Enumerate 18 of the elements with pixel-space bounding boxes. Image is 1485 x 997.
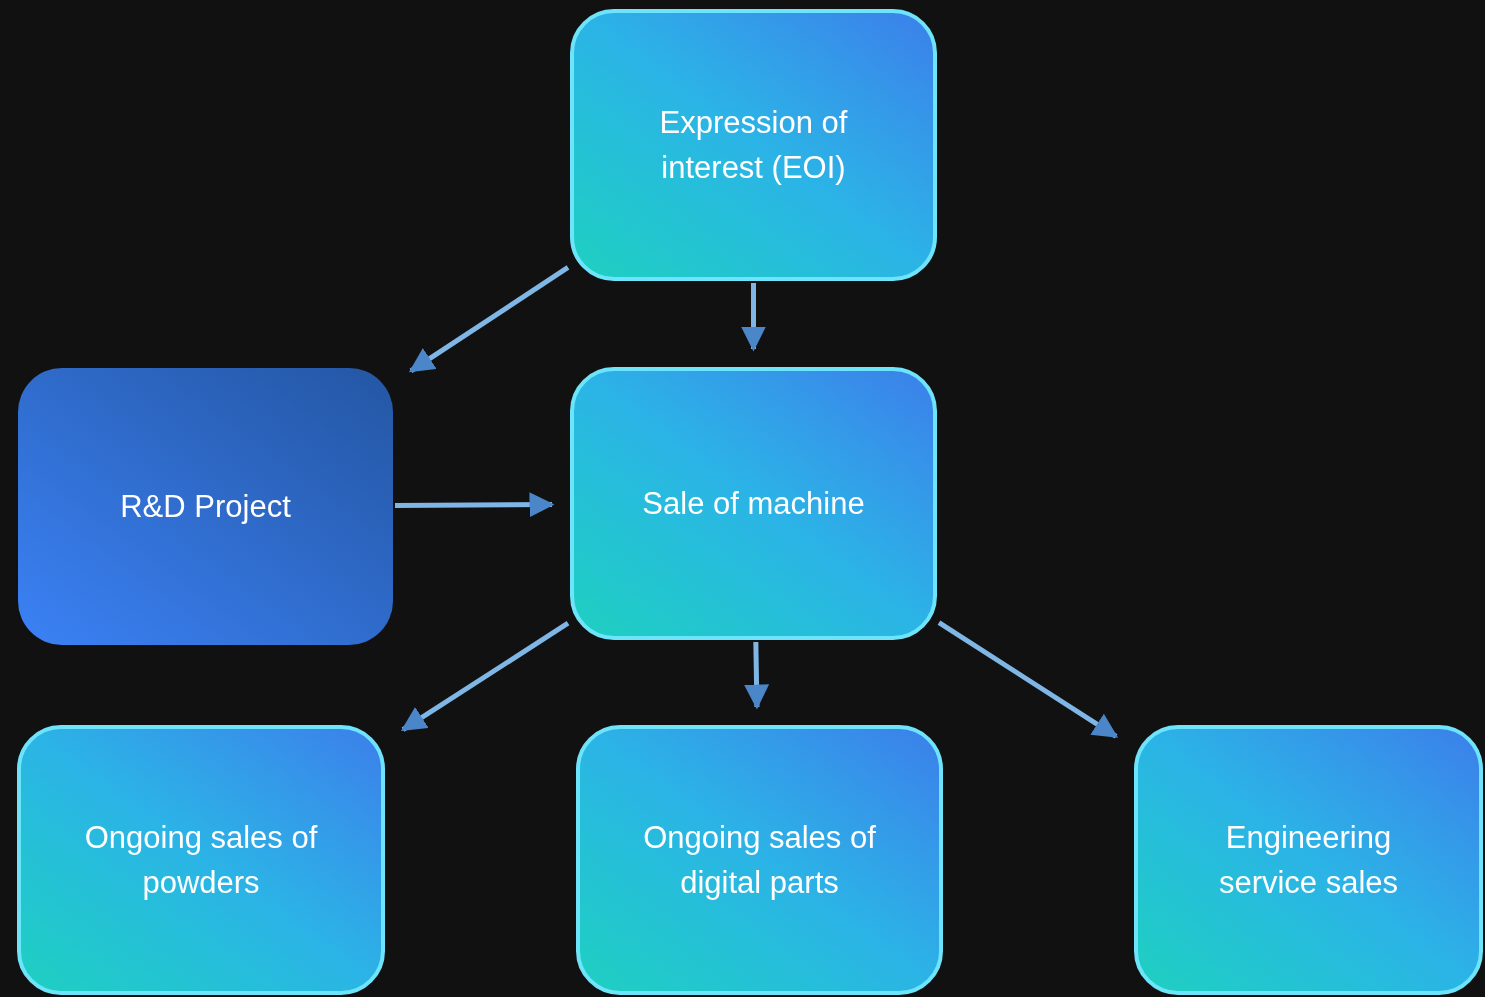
box-label: Sale of machine: [642, 485, 865, 523]
arrow: [937, 620, 1119, 739]
box-label: Ongoing sales of powders: [83, 819, 319, 902]
arrow: [400, 621, 570, 732]
process-box: [1134, 725, 1483, 995]
process-box: [570, 9, 937, 281]
process-box: [570, 367, 937, 640]
arrow: [395, 492, 555, 518]
arrow: [408, 265, 570, 374]
arrow: [744, 641, 770, 710]
process-box: [576, 725, 943, 995]
box-label: Engineering service sales: [1217, 819, 1400, 902]
process-box: [18, 368, 393, 645]
box-label: Ongoing sales of digital parts: [642, 819, 877, 902]
process-box: [17, 725, 385, 995]
arrow: [741, 283, 766, 352]
box-label: R&D Project: [120, 488, 291, 526]
box-label: Expression of interest (EOI): [658, 104, 849, 187]
